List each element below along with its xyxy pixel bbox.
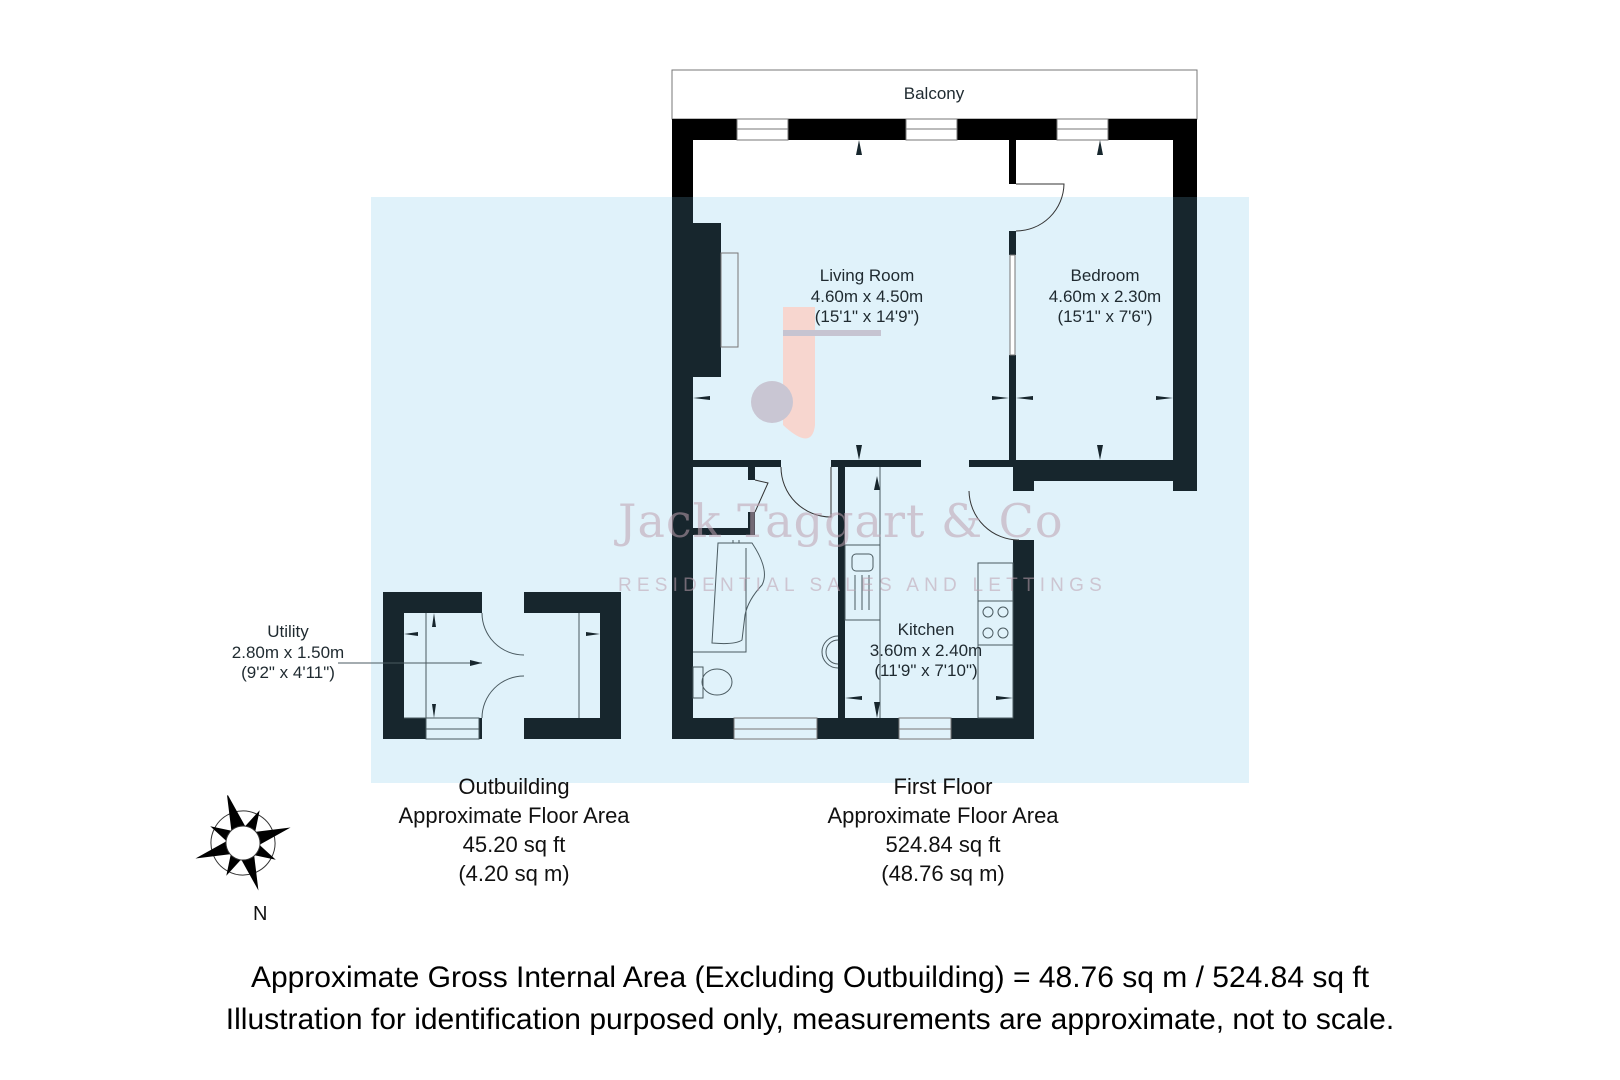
room-dims-m: 3.60m x 2.40m: [869, 640, 983, 660]
area-subtitle: Approximate Floor Area: [398, 803, 630, 829]
room-name: Kitchen: [897, 620, 955, 639]
room-label-bedroom: Bedroom 4.60m x 2.30m (15'1" x 7'6"): [1005, 266, 1205, 328]
room-name: Utility: [267, 622, 309, 641]
living-shelf: [783, 330, 881, 336]
walls: [672, 119, 1197, 739]
room-dims-m: 4.60m x 2.30m: [1048, 286, 1162, 306]
room-dims-m: 2.80m x 1.50m: [231, 642, 345, 662]
room-dims-ft: (15'1" x 7'6"): [1057, 307, 1153, 327]
area-subtitle: Approximate Floor Area: [827, 803, 1059, 829]
outbuilding-area-label: Outbuilding Approximate Floor Area 45.20…: [364, 772, 664, 888]
room-label-utility: Utility 2.80m x 1.50m (9'2" x 4'11"): [198, 622, 378, 684]
highlight-area: [371, 197, 1249, 783]
watermark-title: Jack Taggart & Co: [618, 494, 1064, 548]
bathroom-fixtures: [692, 540, 839, 699]
footer-gross-area: Approximate Gross Internal Area (Excludi…: [250, 961, 1370, 994]
outbuilding-details: [338, 612, 580, 740]
outbuilding-walls: [383, 592, 621, 739]
balcony-outline: [671, 69, 1198, 120]
kitchen-fixtures: [844, 467, 1014, 719]
windows: [733, 118, 1109, 740]
compass-north-label: N: [253, 903, 268, 925]
area-sqft: 45.20 sq ft: [462, 832, 566, 858]
area-sqm: (48.76 sq m): [881, 861, 1005, 887]
chimney-breast: [693, 223, 721, 377]
room-label-kitchen: Kitchen 3.60m x 2.40m (11'9" x 7'10"): [836, 620, 1016, 682]
area-title: First Floor: [893, 774, 993, 799]
living-stool: [751, 381, 793, 423]
area-title: Outbuilding: [458, 774, 570, 799]
room-name: Living Room: [819, 266, 915, 285]
balcony-label: Balcony: [903, 84, 965, 103]
dimension-arrows: [693, 140, 1173, 718]
area-sqm: (4.20 sq m): [458, 861, 570, 887]
room-dims-ft: (11'9" x 7'10"): [874, 661, 978, 681]
area-sqft: 524.84 sq ft: [885, 832, 1001, 858]
room-dims-ft: (9'2" x 4'11"): [241, 663, 335, 683]
compass-rose-icon: [195, 795, 291, 891]
watermark-subtitle: RESIDENTIAL SALES AND LETTINGS: [618, 575, 1107, 596]
room-label-living-room: Living Room 4.60m x 4.50m (15'1" x 14'9"…: [767, 266, 967, 328]
first-floor-area-label: First Floor Approximate Floor Area 524.8…: [793, 772, 1093, 888]
doors: [754, 183, 1065, 541]
room-dims-ft: (15'1" x 14'9"): [814, 307, 920, 327]
room-dims-m: 4.60m x 4.50m: [810, 286, 924, 306]
room-name: Bedroom: [1070, 266, 1140, 285]
hearth: [720, 252, 739, 348]
footer-disclaimer: Illustration for identification purposed…: [225, 1003, 1395, 1036]
